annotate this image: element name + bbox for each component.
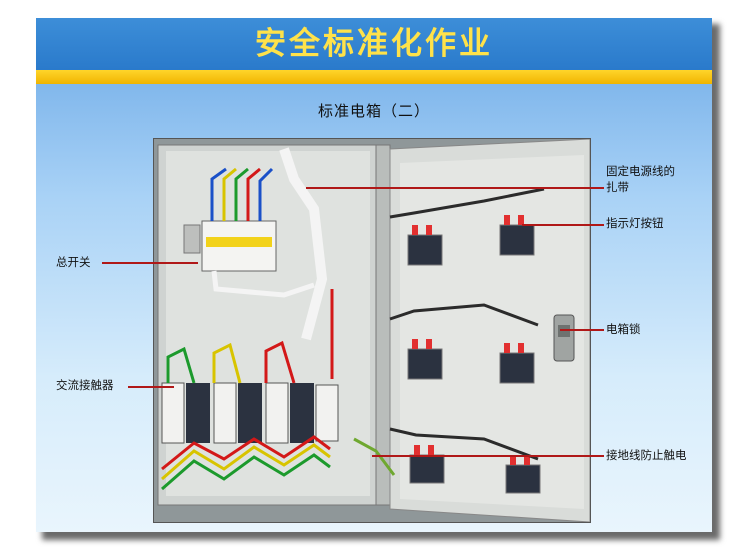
slide-subtitle: 标准电箱（二） — [317, 102, 430, 120]
callout-main-switch-line — [102, 262, 198, 264]
callout-grounding: 接地线防止触电 — [606, 448, 687, 462]
callout-box-lock: 电箱锁 — [606, 322, 641, 336]
callout-cable-tie-line1: 固定电源线的 — [606, 164, 675, 178]
callout-cable-tie-line — [306, 187, 604, 189]
electrical-box-photo — [153, 138, 591, 523]
callout-cable-tie-line2: 扎带 — [606, 180, 629, 194]
callout-contactor-line — [128, 386, 174, 388]
title-band: 安全标准化作业 — [36, 18, 712, 70]
callout-grounding-line — [372, 455, 604, 457]
callout-indicator-button: 指示灯按钮 — [606, 216, 664, 230]
gold-divider — [36, 70, 712, 84]
callout-indicator-button-line — [522, 224, 604, 226]
callout-box-lock-line — [560, 329, 604, 331]
callout-main-switch: 总开关 — [56, 255, 91, 269]
slide: 安全标准化作业 标准电箱（二） — [36, 18, 712, 532]
callout-contactor: 交流接触器 — [56, 378, 114, 392]
slide-title: 安全标准化作业 — [255, 26, 493, 62]
